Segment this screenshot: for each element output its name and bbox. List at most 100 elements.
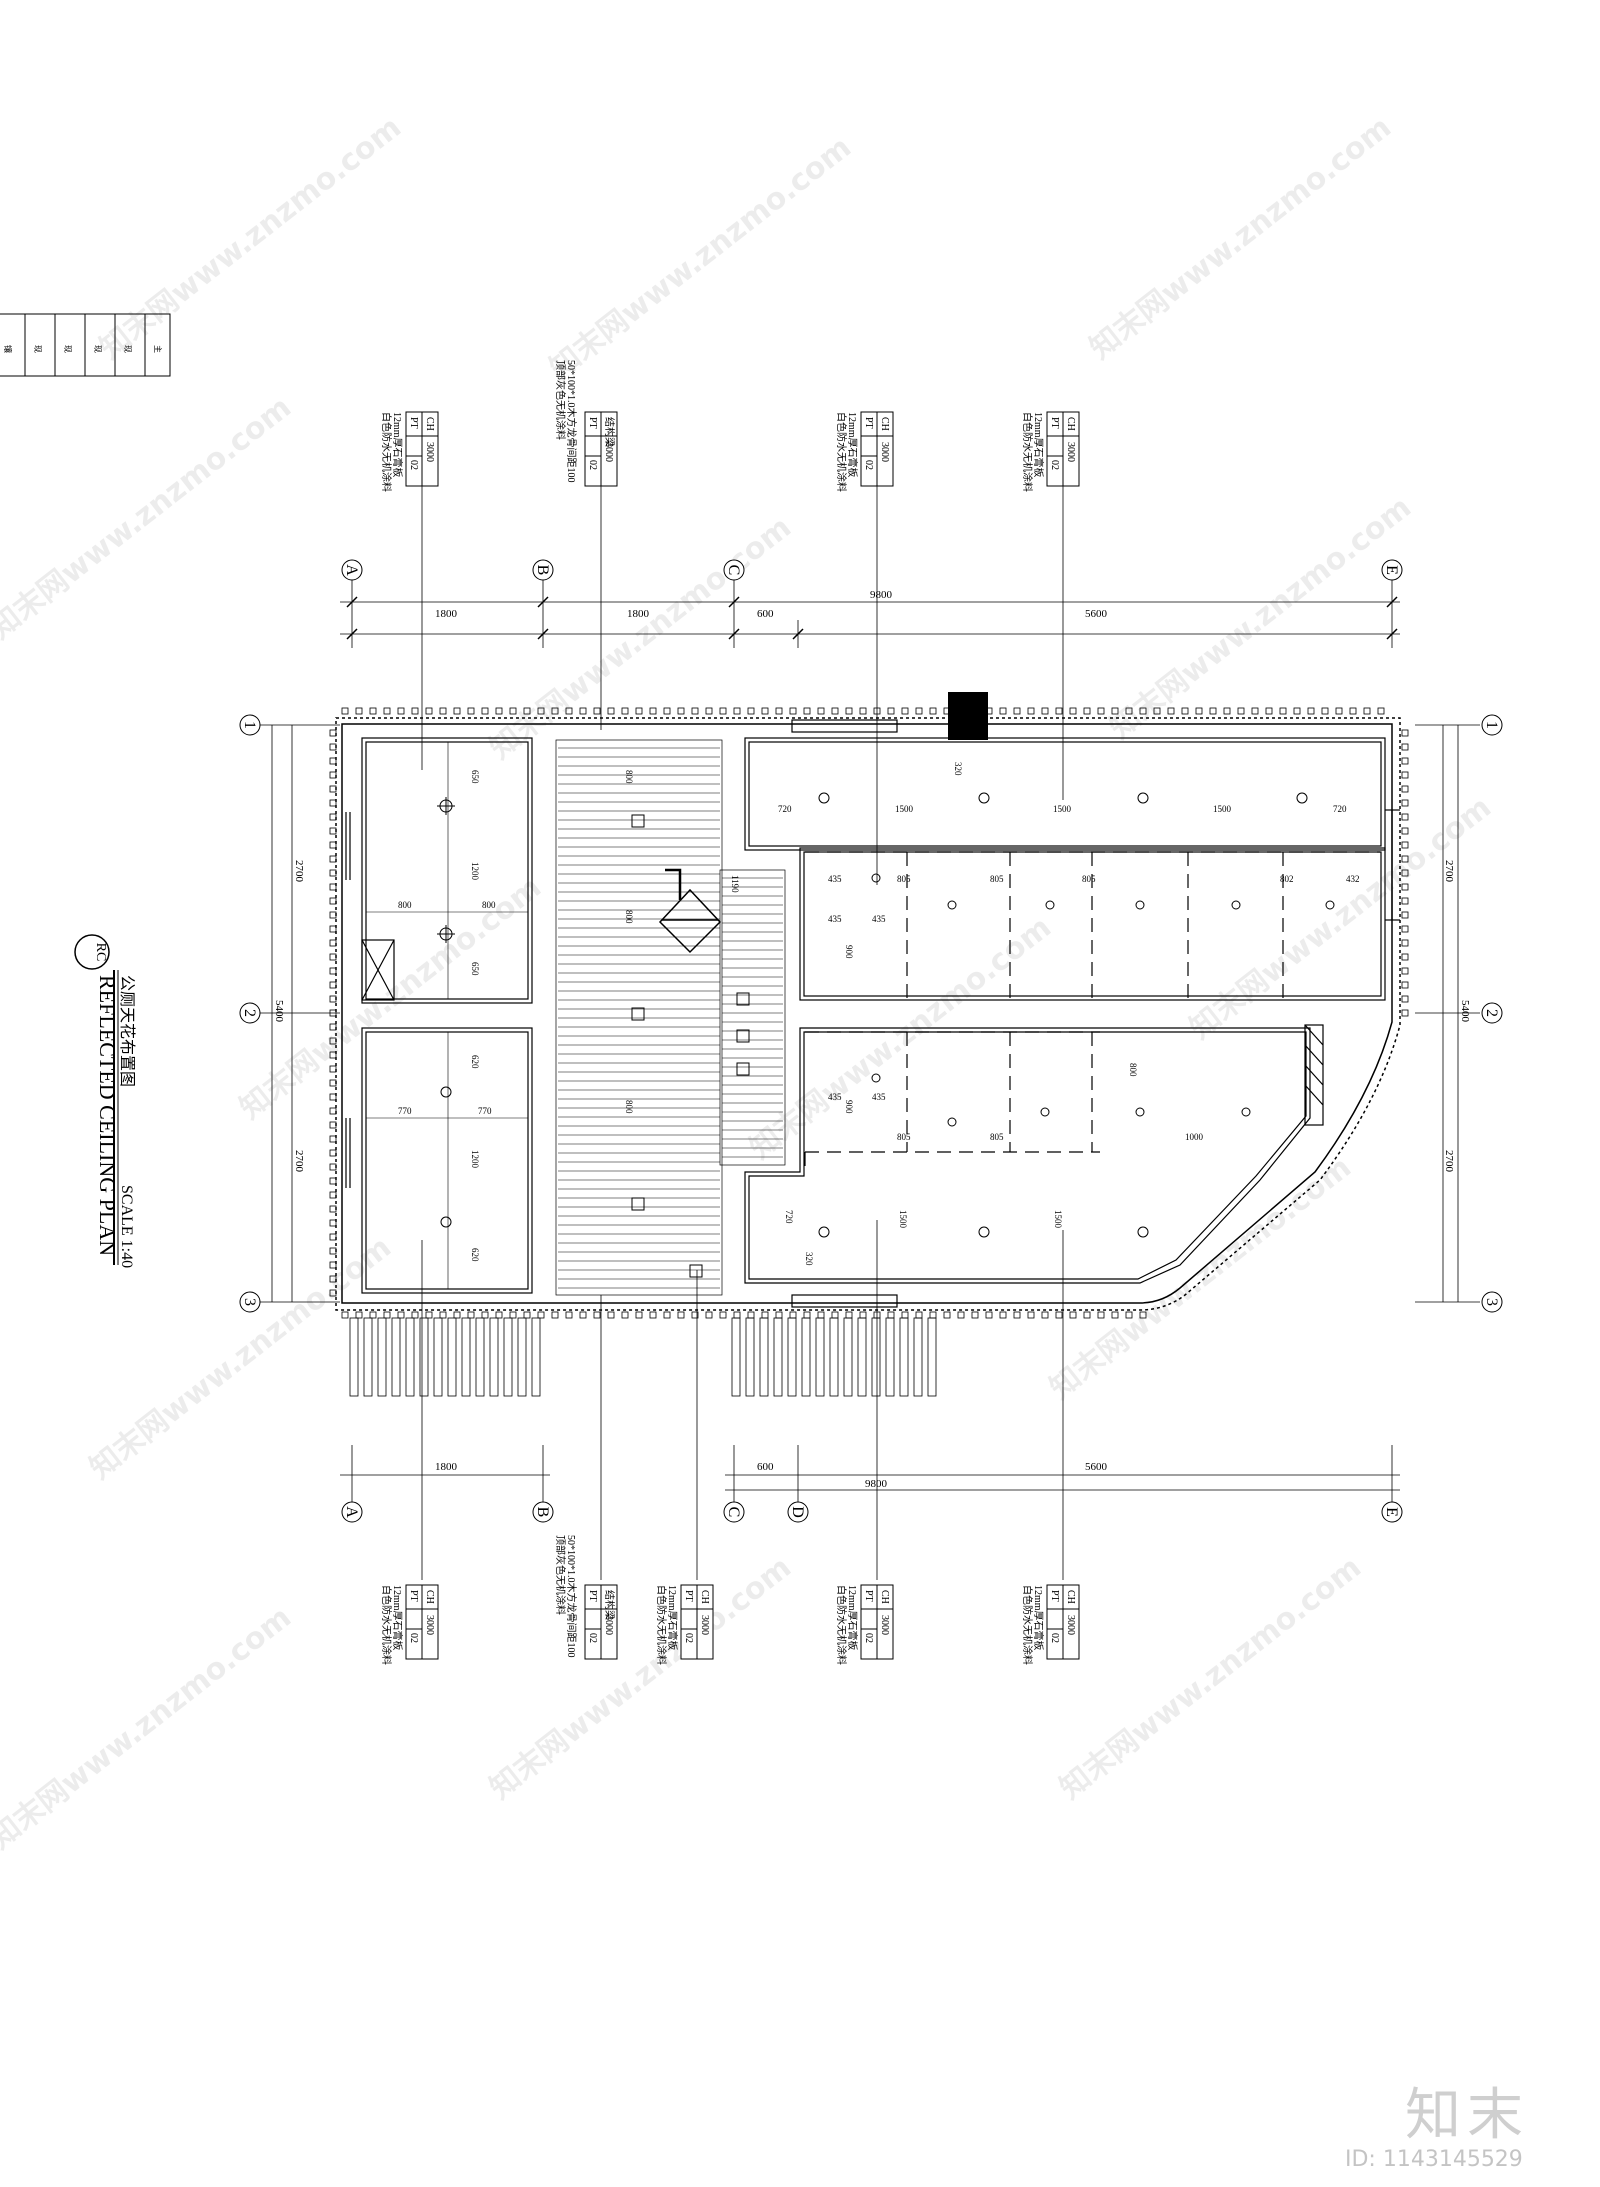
svg-text:1200: 1200 — [470, 862, 480, 881]
post — [1055, 1311, 1063, 1319]
callout-text: 02 — [587, 1633, 598, 1643]
svg-text:2: 2 — [241, 1009, 258, 1017]
svg-text:A: A — [343, 1506, 360, 1518]
post — [677, 707, 685, 715]
watermark: 知末网www.znzmo.com — [483, 1550, 798, 1807]
post — [1111, 1311, 1119, 1319]
callout-note: 12mm厚石膏板 — [391, 412, 404, 478]
post — [329, 757, 337, 765]
post — [425, 707, 433, 715]
svg-text:1200: 1200 — [470, 1150, 480, 1169]
post — [329, 743, 337, 751]
right-rooms — [744, 719, 1400, 1308]
post — [341, 1311, 349, 1319]
bench-slat — [489, 1317, 499, 1397]
callout-note: 白色防水无机涂料 — [835, 1585, 848, 1665]
svg-text:1500: 1500 — [898, 1210, 908, 1229]
callout-text: CH — [424, 1590, 435, 1604]
bench-slat — [433, 1317, 443, 1397]
svg-text:805: 805 — [1082, 874, 1096, 884]
svg-text:600: 600 — [757, 1461, 774, 1473]
post — [329, 1205, 337, 1213]
svg-text:5400: 5400 — [273, 1000, 285, 1023]
svg-text:C: C — [725, 565, 742, 576]
post — [831, 1311, 839, 1319]
callout-note: 12mm厚石膏板 — [666, 1585, 679, 1651]
post — [329, 1079, 337, 1087]
svg-text:650: 650 — [470, 962, 480, 976]
callout-note: 白色防水无机涂料 — [835, 412, 848, 492]
post — [1401, 799, 1409, 807]
post — [1401, 813, 1409, 821]
callout-text: 02 — [408, 460, 419, 470]
bench-slat — [349, 1317, 359, 1397]
wood-slat-ceiling — [555, 739, 786, 1296]
post — [467, 707, 475, 715]
post — [663, 707, 671, 715]
bench-slat — [517, 1317, 527, 1397]
post — [803, 707, 811, 715]
post — [509, 1311, 517, 1319]
callout-text: 3000 — [879, 442, 890, 462]
post — [537, 1311, 545, 1319]
callout-text: 02 — [863, 1633, 874, 1643]
title-en: REFLECTED CEILING PLAN — [95, 975, 120, 1256]
post — [1349, 707, 1357, 715]
post — [329, 1093, 337, 1101]
post — [329, 911, 337, 919]
post — [761, 707, 769, 715]
post — [411, 1311, 419, 1319]
svg-text:1800: 1800 — [435, 608, 458, 620]
post — [719, 1311, 727, 1319]
left-rooms — [345, 737, 533, 1294]
post — [971, 707, 979, 715]
svg-text:600: 600 — [757, 608, 774, 620]
post — [1401, 841, 1409, 849]
callout-text: PT — [863, 417, 874, 429]
svg-text:1800: 1800 — [627, 608, 650, 620]
callout-text: 02 — [1049, 1633, 1060, 1643]
svg-text:1800: 1800 — [435, 1461, 458, 1473]
post — [329, 939, 337, 947]
post — [425, 1311, 433, 1319]
bench-slat — [447, 1317, 457, 1397]
svg-text:720: 720 — [1333, 804, 1347, 814]
post — [831, 707, 839, 715]
post — [621, 707, 629, 715]
post — [943, 707, 951, 715]
post — [1265, 707, 1273, 715]
post — [1181, 707, 1189, 715]
svg-text:1500: 1500 — [1213, 804, 1232, 814]
post — [329, 785, 337, 793]
title-tag: RC — [93, 943, 108, 962]
callout-text: 3000 — [879, 1615, 890, 1635]
post — [957, 707, 965, 715]
post — [985, 707, 993, 715]
post — [1083, 1311, 1091, 1319]
callout-text: 3000 — [424, 1615, 435, 1635]
post — [1401, 897, 1409, 905]
post — [565, 707, 573, 715]
watermark-layer: 知末网www.znzmo.com 知末网www.znzmo.com 知末网www… — [0, 110, 1498, 1857]
post — [1167, 707, 1175, 715]
svg-text:800: 800 — [624, 1100, 634, 1114]
post — [329, 1177, 337, 1185]
svg-text:435: 435 — [828, 914, 842, 924]
watermark: 知末网www.znzmo.com — [483, 510, 798, 767]
post — [329, 981, 337, 989]
post — [1097, 707, 1105, 715]
post — [1223, 707, 1231, 715]
watermark: 知末网www.znzmo.com — [1053, 1550, 1368, 1807]
callout-text: 3000 — [603, 1615, 614, 1635]
svg-text:5600: 5600 — [1085, 608, 1108, 620]
post — [649, 707, 657, 715]
post — [817, 1311, 825, 1319]
post — [593, 1311, 601, 1319]
post — [1041, 1311, 1049, 1319]
callout-leaders — [421, 470, 1064, 1580]
post — [1401, 939, 1409, 947]
